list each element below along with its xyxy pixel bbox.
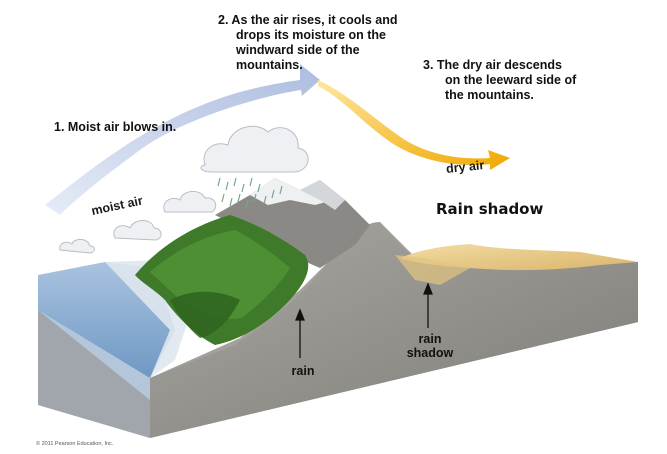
cloud-large (200, 125, 309, 173)
step-2-line-4: mountains. (236, 58, 303, 72)
diagram-title: Rain shadow (436, 200, 544, 218)
rain-label: rain (291, 364, 315, 378)
moist-air-arrow (45, 64, 320, 215)
step-2-label: 2. As the air rises, it cools and drops … (218, 13, 428, 73)
cloud-medium (163, 191, 217, 213)
step-3-line-2: on the leeward side of (445, 73, 577, 87)
step-3-line-3: the mountains. (445, 88, 534, 102)
rain-shadow-label: rain shadow (400, 332, 460, 360)
desert (395, 244, 638, 285)
copyright-notice: © 2011 Pearson Education, Inc. (36, 441, 114, 447)
forest (135, 215, 309, 345)
dry-air-arrow (318, 80, 510, 170)
step-2-line-1: 2. As the air rises, it cools and (218, 13, 398, 27)
cloud-small (113, 220, 162, 241)
step-1-label: 1. Moist air blows in. (54, 120, 177, 134)
rain-drops (217, 177, 283, 209)
mountain (215, 178, 370, 268)
rain-shadow-pointer (423, 282, 433, 328)
rain-shadow-line-1: rain (418, 332, 442, 346)
step-3-label: 3. The dry air descends on the leeward s… (423, 58, 593, 103)
step-3-line-1: 3. The dry air descends (423, 58, 562, 72)
step-2-line-2: drops its moisture on the (236, 28, 387, 42)
rain-pointer (295, 308, 305, 358)
rain-shadow-line-2: shadow (406, 346, 454, 360)
cloud-tiny (59, 238, 95, 254)
step-2-line-3: windward side of the (236, 43, 360, 57)
